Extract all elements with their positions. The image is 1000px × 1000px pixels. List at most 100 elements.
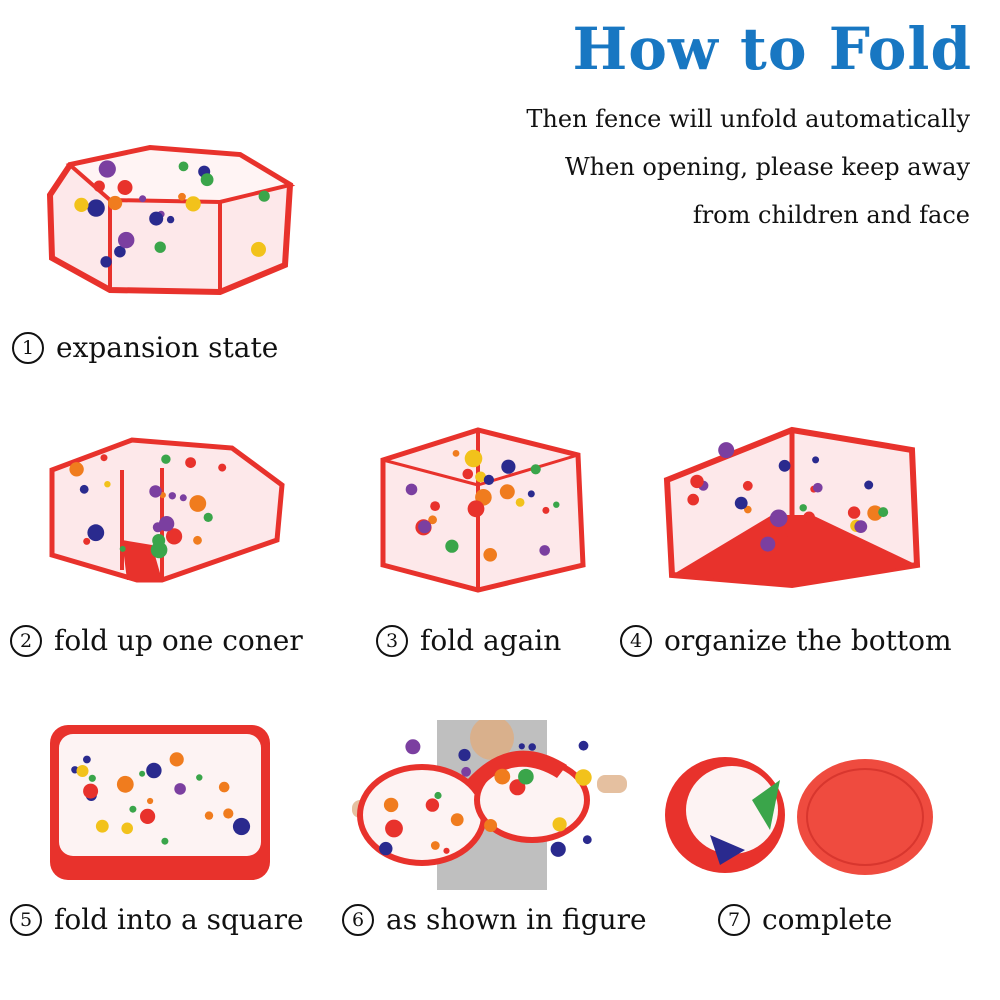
polka-dot <box>251 241 266 257</box>
polka-dot <box>552 817 567 832</box>
polka-dot <box>129 805 137 813</box>
polka-dot <box>178 192 186 201</box>
polka-dot <box>379 841 393 856</box>
polka-dot <box>174 783 186 795</box>
step-4-label: 4 organize the bottom <box>620 623 952 659</box>
polka-dot <box>553 501 560 508</box>
step-2-label: 2 fold up one coner <box>10 623 303 659</box>
polka-dot <box>83 783 99 799</box>
polka-dot <box>518 768 534 785</box>
polka-dot <box>166 215 175 224</box>
polka-dot <box>499 484 515 500</box>
polka-dot <box>542 506 550 514</box>
polka-dot <box>95 819 109 833</box>
polka-dot <box>139 770 146 777</box>
polka-dot <box>418 520 432 534</box>
polka-dots <box>74 160 270 268</box>
polka-dot <box>100 454 108 462</box>
polka-dot <box>509 779 526 796</box>
step-number: 5 <box>10 904 42 936</box>
step-6-label: 6 as shown in figure <box>342 902 647 938</box>
polka-dot <box>119 545 126 552</box>
step-text: as shown in figure <box>386 903 647 936</box>
step-number: 7 <box>718 904 750 936</box>
step-3-label: 3 fold again <box>376 623 561 659</box>
polka-dot <box>166 528 183 545</box>
polka-dot <box>168 492 176 500</box>
polka-dot <box>461 766 471 777</box>
polka-dot <box>149 485 162 498</box>
polka-dot <box>744 505 752 514</box>
polka-dot <box>116 775 134 793</box>
step-7-image <box>665 757 933 875</box>
step-1-label: 1 expansion state <box>12 330 278 366</box>
polka-dot <box>734 496 748 510</box>
step-2-image <box>49 437 285 583</box>
polka-dot <box>139 195 147 203</box>
polka-dot <box>83 537 91 545</box>
polka-dot <box>405 739 421 755</box>
polka-dot <box>475 471 486 483</box>
polka-dot <box>483 474 494 485</box>
step-text: complete <box>762 903 893 936</box>
polka-dot <box>218 463 227 472</box>
polka-dot <box>140 808 156 824</box>
step-text: organize the bottom <box>664 624 952 657</box>
polka-dot <box>778 459 791 472</box>
page-title: How to Fold <box>572 15 972 83</box>
polka-dot <box>854 520 868 533</box>
polka-dot <box>452 450 460 457</box>
polka-dot <box>494 768 511 785</box>
polka-dot <box>687 493 699 506</box>
polka-dot <box>83 755 91 764</box>
polka-dots <box>687 442 889 552</box>
polka-dot <box>158 516 175 532</box>
step-7-label: 7 complete <box>718 902 892 938</box>
polka-dot <box>383 797 399 813</box>
polka-dot <box>425 798 440 812</box>
polka-dot <box>169 752 184 767</box>
polka-dot <box>87 199 105 217</box>
instruction-note: Then fence will unfold automatically <box>526 105 970 133</box>
polka-dot <box>74 197 89 212</box>
polka-dot <box>434 791 442 800</box>
polka-dot <box>760 536 776 552</box>
polka-dot <box>79 484 89 494</box>
polka-dot <box>185 457 197 468</box>
polka-dot <box>258 190 270 202</box>
polka-dot <box>690 474 704 489</box>
step-text: fold again <box>420 624 562 657</box>
polka-dot <box>518 743 525 750</box>
step-number: 2 <box>10 625 42 657</box>
polka-dot <box>146 762 162 779</box>
polka-dot <box>527 490 535 498</box>
polka-dot <box>776 532 788 544</box>
instruction-note: from children and face <box>692 201 970 229</box>
step-5-label: 5 fold into a square <box>10 902 304 938</box>
polka-dot <box>405 483 418 496</box>
polka-dot <box>76 765 89 777</box>
polka-dot <box>193 535 202 545</box>
polka-dot <box>118 231 135 249</box>
polka-dot <box>196 774 203 781</box>
polka-dot <box>467 500 485 518</box>
polka-dot <box>575 769 592 786</box>
polka-dot <box>443 847 450 854</box>
polka-dot <box>718 442 735 459</box>
polka-dot <box>462 468 474 480</box>
polka-dot <box>114 245 126 258</box>
polka-dot <box>93 180 105 192</box>
polka-dot <box>69 462 84 477</box>
step-text: fold up one coner <box>54 624 303 657</box>
polka-dot <box>104 481 111 488</box>
step-text: expansion state <box>56 331 279 364</box>
polka-dot <box>150 541 168 559</box>
polka-dot <box>147 797 154 805</box>
polka-dot <box>550 841 566 857</box>
polka-dots <box>405 449 560 562</box>
polka-dot <box>483 548 497 562</box>
step-3-image <box>380 427 586 593</box>
polka-dot <box>149 211 164 226</box>
polka-dot <box>867 505 883 521</box>
step-number: 6 <box>342 904 374 936</box>
